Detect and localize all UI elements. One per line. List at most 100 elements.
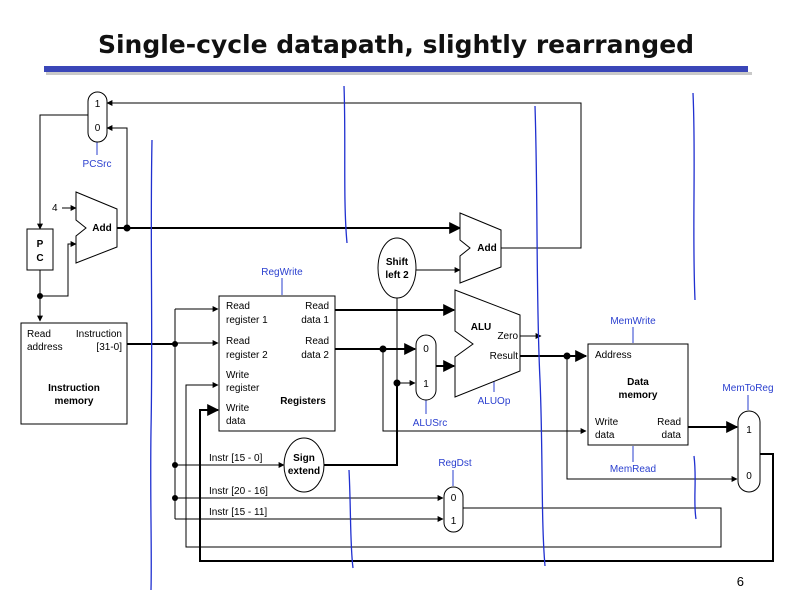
alu-zero-label: Zero [497, 331, 518, 342]
pc-label-c: C [36, 253, 43, 264]
alu-body [454, 289, 521, 398]
control-memread: MemRead [610, 464, 656, 475]
regs-name: Registers [280, 396, 326, 407]
regs-write-register-line2: register [226, 383, 260, 394]
junction-dot [37, 293, 43, 299]
wire-signext-out [324, 383, 398, 466]
alusrc-mux-input-1: 1 [423, 379, 429, 390]
wire-pcmux-to-pc [37, 114, 88, 230]
pc-mux-body [87, 91, 108, 143]
page-number: 6 [737, 574, 744, 589]
memtoreg-mux-input-0: 0 [746, 471, 752, 482]
instr-field-imm: Instr [15 - 0] [209, 453, 263, 464]
junction-dot [379, 345, 387, 353]
dmem-address-label: Address [595, 350, 632, 361]
regs-read-data2-line2: data 2 [301, 350, 329, 361]
pc-adder: Add [75, 191, 118, 264]
regs-read-data1-line1: Read [305, 301, 329, 312]
junction-dot [563, 352, 571, 360]
pen-stroke-4 [534, 105, 546, 567]
dmem-write-data-line2: data [595, 430, 615, 441]
control-lines [96, 141, 749, 486]
branch-adder-label: Add [477, 243, 496, 254]
alu-name: ALU [471, 322, 492, 333]
regs-read-register1-line2: register 1 [226, 315, 268, 326]
imem-read-address-line1: Read [27, 329, 51, 340]
wire-pcplus4-to-mux [106, 125, 128, 228]
register-file: Read register 1 Read register 2 Write re… [218, 295, 336, 432]
shift-left-line2: left 2 [385, 270, 409, 281]
dmem-name-line2: memory [619, 390, 658, 401]
pen-stroke-5 [692, 92, 696, 301]
dmem-write-data-line1: Write [595, 417, 619, 428]
memtoreg-mux-body [737, 410, 761, 493]
pen-stroke-6 [693, 455, 697, 520]
sign-extend-line1: Sign [293, 453, 315, 464]
regdst-mux-input-0: 0 [451, 493, 457, 504]
junction-dot [172, 495, 178, 501]
control-memtoreg: MemToReg [722, 383, 773, 394]
control-pcsrc: PCSrc [83, 159, 112, 170]
wire-writeback [199, 404, 774, 562]
pc-adder-label: Add [92, 223, 111, 234]
data-memory: Address Write data Read data Data memory [587, 343, 689, 446]
instruction-fields: Instr [15 - 0] Instr [20 - 16] Instr [15… [209, 453, 268, 518]
instruction-memory: Read address Instruction [31-0] Instruct… [20, 322, 128, 425]
alu: ALU Zero Result [454, 289, 521, 398]
regs-read-data1-line2: data 1 [301, 315, 329, 326]
shift-left-2: Shift left 2 [377, 237, 417, 299]
pen-stroke-2 [343, 85, 348, 244]
wire-pc-to-adder [40, 241, 77, 297]
shift-left-line1: Shift [386, 257, 409, 268]
instr-field-rd: Instr [15 - 11] [209, 507, 267, 518]
regs-write-data-line1: Write [226, 403, 250, 414]
sign-extend-body [283, 437, 325, 493]
title-underline-shadow [46, 72, 752, 75]
pc-register-body [26, 228, 54, 271]
shift-left-body [377, 237, 417, 299]
regs-read-register1-line1: Read [226, 301, 250, 312]
title-underline [44, 66, 748, 72]
sign-extend: Sign extend [283, 437, 325, 493]
dmem-name-line1: Data [627, 377, 649, 388]
alusrc-mux: 0 1 [415, 334, 437, 401]
dmem-read-data-line1: Read [657, 417, 681, 428]
branch-adder-body [459, 212, 502, 284]
pc-mux: 1 0 [87, 91, 108, 143]
pc-register: P C [26, 228, 54, 271]
constant-four: 4 [52, 203, 58, 214]
junction-dot [393, 379, 401, 387]
control-aluop: ALUOp [478, 396, 511, 407]
regs-write-register-line1: Write [226, 370, 250, 381]
regdst-mux: 0 1 [443, 486, 464, 533]
memtoreg-mux: 1 0 [737, 410, 761, 493]
control-regdst: RegDst [438, 458, 472, 469]
pen-stroke-3 [348, 469, 354, 569]
wire-result-to-memtoreg [566, 356, 738, 482]
dmem-read-data-line2: data [662, 430, 682, 441]
branch-adder: Add [459, 212, 502, 284]
regs-write-data-line2: data [226, 416, 246, 427]
data-memory-body [587, 343, 689, 446]
control-regwrite: RegWrite [261, 267, 303, 278]
alusrc-mux-input-0: 0 [423, 344, 429, 355]
instr-field-rt: Instr [20 - 16] [209, 486, 268, 497]
regdst-mux-input-1: 1 [451, 516, 457, 527]
control-alusrc: ALUSrc [413, 418, 447, 429]
slide-title: Single-cycle datapath, slightly rearrang… [97, 30, 695, 59]
imem-name-line1: Instruction [48, 383, 100, 394]
imem-instruction-line2: [31-0] [96, 342, 122, 353]
control-memwrite: MemWrite [610, 316, 656, 327]
pc-mux-input-0: 0 [95, 123, 101, 134]
junction-dot [123, 224, 131, 232]
wire-regdst-to-writereg [185, 382, 722, 548]
junction-dots [37, 224, 571, 501]
control-signal-labels: PCSrc RegWrite ALUSrc ALUOp MemWrite Mem… [83, 159, 774, 475]
sign-extend-line2: extend [288, 466, 320, 477]
pen-stroke-1 [150, 139, 153, 591]
pen-annotations [150, 85, 697, 591]
wire-branch-target [106, 100, 582, 249]
junction-dot [172, 462, 178, 468]
